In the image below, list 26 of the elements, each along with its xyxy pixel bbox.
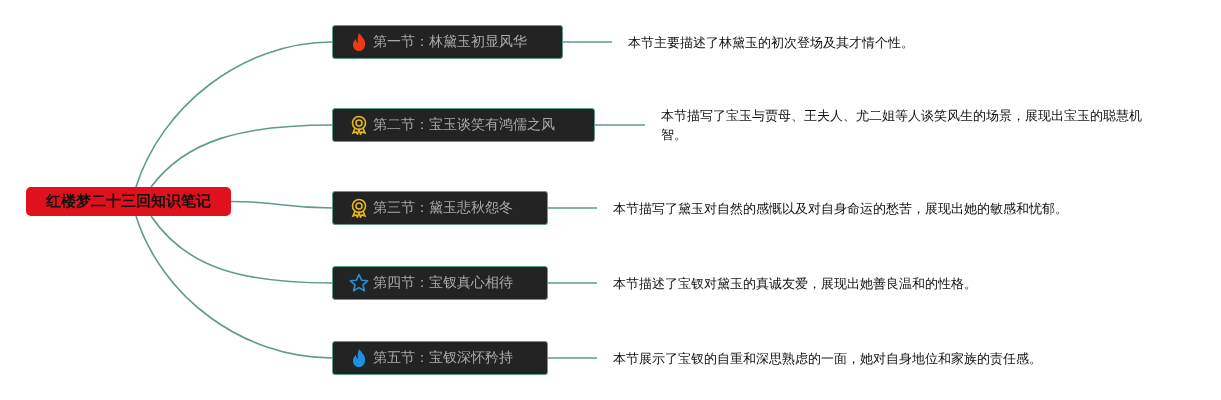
- connector-line: [594, 124, 646, 126]
- topic-label: 第一节：林黛玉初显风华: [373, 33, 527, 51]
- topic-label: 第二节：宝玉谈笑有鸿儒之风: [373, 116, 555, 134]
- description-text: 本节描写了宝玉与贾母、王夫人、尤二姐等人谈笑风生的场景，展现出宝玉的聪慧机智。: [645, 106, 1160, 144]
- root-topic-box: 红楼梦二十三回知识笔记: [26, 187, 231, 216]
- description-text: 本节主要描述了林黛玉的初次登场及其才情个性。: [612, 33, 1172, 52]
- connector-line: [547, 282, 598, 284]
- connector-line: [135, 41, 333, 188]
- topic-box: [332, 25, 563, 59]
- description-text: 本节描写了黛玉对自然的感慨以及对自身命运的愁苦，展现出她的敏感和忧郁。: [597, 199, 1157, 218]
- connector-line: [547, 357, 598, 359]
- connector-line: [230, 200, 333, 209]
- connector-line: [547, 207, 598, 209]
- topic-box: [332, 266, 548, 300]
- topic-label: 第五节：宝钗深怀矜持: [373, 349, 513, 367]
- topic-box: [332, 191, 548, 225]
- connector-line: [150, 124, 333, 188]
- description-text: 本节描述了宝钗对黛玉的真诚友爱，展现出她善良温和的性格。: [597, 274, 1157, 293]
- topic-box: [332, 108, 595, 142]
- connector-line: [150, 215, 333, 284]
- description-text: 本节展示了宝钗的自重和深思熟虑的一面，她对自身地位和家族的责任感。: [597, 349, 1157, 368]
- connector-line: [135, 215, 333, 359]
- connector-line: [562, 41, 613, 43]
- topic-label: 第四节：宝钗真心相待: [373, 274, 513, 292]
- topic-box: [332, 341, 548, 375]
- topic-label: 第三节：黛玉悲秋怨冬: [373, 199, 513, 217]
